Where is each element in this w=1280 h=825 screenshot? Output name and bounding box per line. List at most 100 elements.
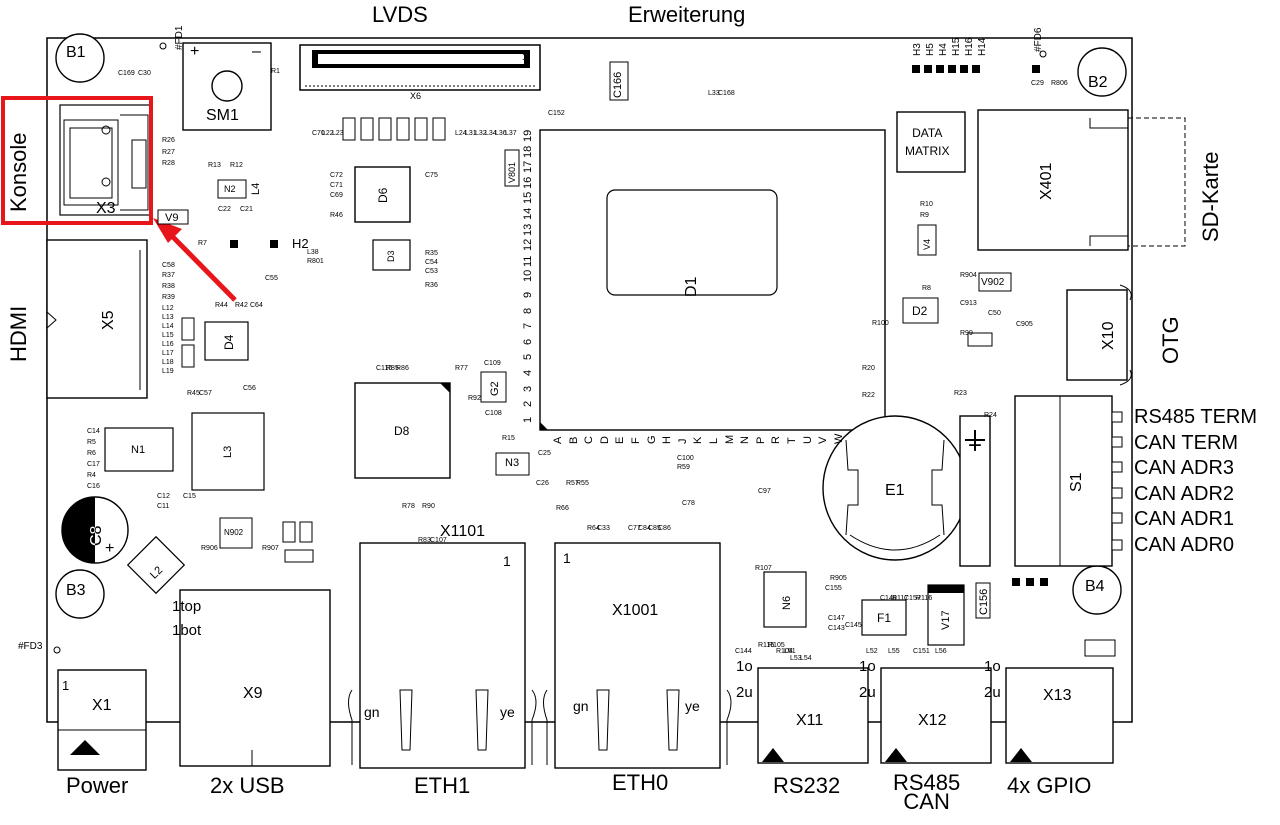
fd6-label: #FD6 — [1033, 27, 1044, 52]
d1-pin-col-label: D — [598, 436, 611, 444]
x5-label: X5 — [100, 310, 117, 330]
v9-label: V9 — [165, 212, 179, 224]
d1-pin-col-label: G — [645, 435, 658, 444]
d1-pin-col-label: W — [832, 433, 845, 444]
v4-label: V4 — [922, 238, 932, 250]
h2-label: H2 — [292, 236, 309, 251]
eth0-label: ETH0 — [612, 770, 669, 795]
d1-pin-row-label: 11 — [522, 255, 534, 267]
g2-label: G2 — [489, 381, 501, 396]
v17-label: V17 — [940, 610, 952, 630]
eth0-gn-label: gn — [573, 698, 589, 714]
sm1-label: SM1 — [206, 107, 239, 124]
d1-pin-row-label: 9 — [522, 291, 534, 298]
c156-label: C156 — [978, 588, 990, 615]
x1001-label: X1001 — [612, 602, 659, 619]
eth1-gn-label: gn — [364, 704, 380, 720]
d1-pin-row-label: 12 — [522, 238, 534, 252]
v801-label: V801 — [507, 161, 517, 183]
d1-pin-row-label: 16 — [522, 176, 534, 189]
h3-label: H3 — [912, 43, 923, 56]
x11-io: 1o — [736, 658, 753, 675]
d1-pin-col-label: H — [661, 436, 674, 444]
d1-pin-row-label: 15 — [522, 192, 534, 205]
otg-label: OTG — [1158, 316, 1183, 364]
h16-label: H16 — [964, 37, 975, 56]
n1-label: N1 — [131, 444, 146, 456]
d1-pin-row-label: 17 — [522, 160, 534, 174]
n902-label: N902 — [224, 528, 244, 537]
x13-du: 2u — [984, 684, 1001, 701]
v902-label: V902 — [981, 277, 1005, 288]
b3-label: B3 — [66, 582, 86, 599]
d1-pin-col-label: B — [567, 436, 580, 444]
x1101-pin1: 1 — [503, 553, 511, 569]
switch-label-can-adr3: CAN ADR3 — [1134, 457, 1235, 479]
sm1-plus: + — [190, 43, 200, 60]
s1-label: S1 — [1068, 472, 1085, 492]
eth0-ye-label: ye — [685, 698, 700, 714]
f1-label: F1 — [877, 611, 892, 625]
h5-label: H5 — [925, 43, 936, 56]
d1-pin-col-label: T — [786, 437, 798, 444]
erweiterung-label: Erweiterung — [628, 2, 746, 27]
sm1-minus: – — [252, 43, 261, 60]
d1-pin-row-label: 2 — [522, 401, 534, 408]
sd-karte-label: SD-Karte — [1198, 151, 1223, 242]
d1-pin-row-label: 6 — [522, 338, 534, 345]
d1-pin-row-label: 18 — [522, 145, 534, 158]
h4-label: H4 — [938, 43, 949, 56]
d1-pin-col-label: E — [614, 436, 627, 444]
konsole-label: Konsole — [6, 132, 31, 212]
h15-label: H15 — [951, 37, 962, 56]
x11-label: X11 — [796, 712, 824, 729]
hdmi-label: HDMI — [6, 305, 31, 362]
d1-pin-row-label: 8 — [522, 307, 534, 314]
x3-label: X3 — [96, 200, 116, 217]
d1-pin-row-label: 7 — [522, 323, 534, 330]
d1-pin-col-label: M — [723, 434, 736, 444]
c8-plus: + — [105, 540, 115, 557]
e1-plus: + — [968, 432, 983, 459]
x11-du: 2u — [736, 684, 753, 701]
x1101-label: X1101 — [440, 523, 486, 540]
eth1-label: ETH1 — [414, 773, 471, 798]
rs485-can-label: RS485 CAN — [893, 770, 961, 814]
d1-pin-row-label: 14 — [522, 207, 534, 220]
power-label: Power — [66, 773, 129, 798]
d1-pin-col-label: K — [692, 436, 705, 444]
d1-label: D1 — [683, 276, 700, 297]
switch-label-can-adr2: CAN ADR2 — [1134, 482, 1235, 505]
d2-label: D2 — [912, 304, 928, 318]
switch-label-can-adr1: CAN ADR1 — [1134, 508, 1235, 530]
d4-label: D4 — [222, 334, 236, 350]
d1-pin-col-label: P — [754, 436, 767, 444]
d1-pin-col-label: L — [708, 437, 720, 444]
x1-pin1: 1 — [62, 678, 70, 693]
lvds-label: LVDS — [372, 2, 428, 27]
d1-pin-col-label: A — [552, 436, 564, 444]
d6-label: D6 — [376, 187, 390, 203]
d1-pin-col-label: N — [739, 436, 752, 444]
top1-label: 1top — [172, 598, 202, 615]
d1-pin-col-label: F — [630, 437, 642, 444]
n2-label: N2 — [224, 184, 236, 194]
eth1-ye-label: ye — [500, 704, 515, 720]
d1-pin-row-label: 19 — [522, 129, 534, 142]
x12-label: X12 — [918, 712, 947, 729]
d1-pin-row-label: 3 — [522, 385, 534, 392]
x12-du: 2u — [859, 684, 876, 701]
x6-label: X6 — [410, 91, 422, 101]
b2-label: B2 — [1088, 74, 1108, 91]
d1-pin-row-label: 1 — [522, 416, 534, 423]
l3-label: L3 — [222, 445, 234, 458]
switch-label-can-adr0: CAN ADR0 — [1134, 533, 1235, 556]
fd3-label: #FD3 — [18, 641, 43, 652]
switch-label-list: RS485 TERM CAN TERM CAN ADR3 CAN ADR2 CA… — [1134, 406, 1257, 559]
h14-label: H14 — [977, 37, 988, 56]
switch-label-rs485-term: RS485 TERM — [1134, 406, 1258, 428]
d8-label: D8 — [394, 424, 410, 438]
x9-label: X9 — [243, 685, 263, 702]
x13-label: X13 — [1043, 687, 1072, 704]
